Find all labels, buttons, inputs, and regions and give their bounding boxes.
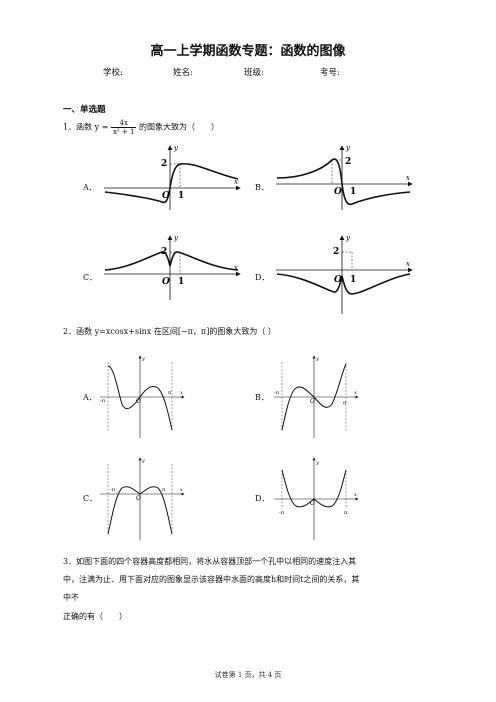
y-label: y: [141, 458, 145, 464]
page-footer: 试卷第 1 页，共 4 页: [214, 671, 282, 679]
exam-number-field: 考号:: [320, 68, 340, 78]
x-label: x: [406, 174, 410, 182]
q1-graph-d: y x 2 O 1: [276, 234, 413, 314]
x-label: x: [180, 487, 183, 493]
y-label: y: [315, 460, 319, 466]
x-label: x: [234, 178, 238, 186]
q2-graph-c: y x -π O π: [100, 457, 185, 540]
y-label: y: [173, 234, 179, 242]
pi-label: π: [344, 510, 348, 516]
q1-graph-b: y x 2 O 1: [276, 144, 413, 210]
y-label: y: [173, 144, 179, 152]
q1-fraction: 4x x² + 1: [110, 119, 137, 136]
q2-option-d: D．: [255, 494, 270, 503]
q1-graph-c: y x 2 O 1: [104, 234, 241, 300]
curve: [104, 251, 239, 271]
q1-stem: 1．函数 y = 4x x² + 1 的图象大致为（ ）: [63, 119, 219, 136]
origin-label: O: [162, 191, 170, 201]
curve: [107, 486, 173, 535]
pi-label: π: [162, 487, 166, 493]
x-label: x: [234, 264, 238, 272]
tick-one: 1: [350, 275, 356, 285]
q1-func-prefix: y =: [94, 122, 109, 132]
q1-option-b: B．: [255, 183, 269, 192]
q2-graph-d: y x -π O π: [274, 457, 359, 540]
origin-label: O: [136, 495, 141, 502]
curve: [281, 363, 347, 431]
curve: [276, 273, 411, 295]
q3-line-4: 正确的有（ ）: [63, 612, 127, 621]
q1-option-d: D．: [255, 273, 270, 282]
name-field: 姓名:: [173, 68, 193, 78]
x-label: x: [354, 492, 357, 498]
origin-label: O: [334, 275, 342, 285]
q1-option-a: A．: [83, 183, 97, 192]
q1-frac-den: x² + 1: [112, 128, 135, 136]
class-field: 班级:: [244, 68, 264, 78]
q1-frac-num: 4x: [110, 119, 137, 128]
q2-graph-b: y x -π O π: [274, 355, 359, 438]
y-label: y: [315, 356, 319, 362]
neg-pi-label: -π: [100, 398, 106, 404]
origin-label: O: [334, 187, 342, 197]
tick-two: 2: [333, 247, 339, 257]
origin-label: O: [162, 277, 170, 287]
y-label: y: [345, 234, 351, 242]
tick-one: 1: [350, 187, 356, 197]
origin-label: O: [310, 500, 315, 507]
q2-option-b: B．: [255, 393, 269, 402]
q3-line-3: 中不: [63, 593, 79, 602]
neg-pi-label: -π: [279, 510, 285, 516]
section-heading: 一、单选题: [63, 105, 106, 115]
curve: [281, 469, 347, 508]
tick-one: 1: [178, 277, 184, 287]
q1-number: 1．函数: [63, 122, 93, 132]
tick-one: 1: [178, 191, 184, 201]
q2-option-c: C．: [83, 494, 98, 503]
neg-pi-label: -π: [110, 487, 116, 493]
x-label: x: [354, 390, 357, 396]
x-label: x: [180, 390, 183, 396]
pi-label: π: [168, 390, 172, 396]
tick-two: 2: [161, 159, 167, 169]
tick-two: 2: [345, 157, 351, 167]
origin-label: O: [310, 398, 315, 405]
q3-line-2: 中，注满为止．用下面对应的图象显示该容器中水面的高度h和时间t之间的关系，其: [63, 575, 360, 584]
q2-stem: 2．函数 y=xcosx+sinx 在区间[−π，π]的图象大致为（ ）: [63, 327, 276, 336]
q1-graph-a: y x 2 O 1: [104, 144, 241, 210]
curve: [104, 162, 239, 204]
q2-option-a: A．: [83, 393, 97, 402]
q2-graph-a: y x -π O π: [100, 355, 185, 438]
curve: [107, 365, 173, 431]
origin-label: O: [136, 398, 141, 405]
q3-line-1: 3．如图下面的四个容器高度都相同，将水从容器顶部一个孔中以相同的速度注入其: [63, 557, 357, 566]
y-label: y: [141, 356, 145, 362]
pi-label: π: [343, 400, 347, 406]
y-label: y: [345, 144, 351, 152]
x-label: x: [406, 260, 410, 268]
neg-pi-label: -π: [274, 390, 280, 396]
tick-two: 2: [161, 247, 167, 257]
page-title: 高一上学期函数专题：函数的图像: [150, 44, 346, 59]
curve: [276, 158, 411, 206]
school-field: 学校:: [103, 68, 123, 78]
q1-option-c: C．: [83, 273, 98, 282]
q1-suffix: 的图象大致为（ ）: [139, 122, 220, 132]
